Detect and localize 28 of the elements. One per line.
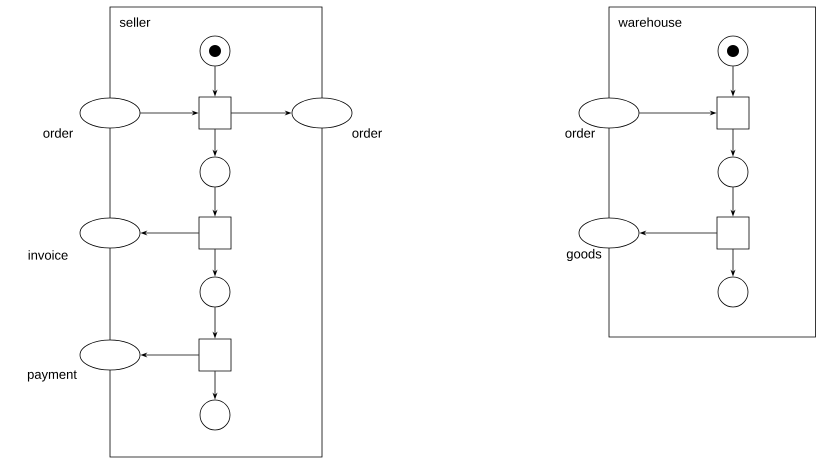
marked-place-circle	[200, 36, 230, 66]
transition-square	[198, 338, 232, 372]
place-circle	[200, 400, 230, 430]
place-circle	[200, 276, 230, 308]
place-label: payment	[28, 370, 77, 382]
place-circle	[718, 276, 748, 308]
frame-box	[110, 6, 322, 458]
box-title: seller	[120, 17, 150, 27]
place-label: order	[565, 128, 595, 138]
interface-ellipse	[80, 218, 140, 248]
place-circle	[200, 156, 230, 188]
place-label: order	[43, 128, 73, 138]
place-label: invoice	[28, 250, 68, 260]
marked-place-circle	[718, 36, 748, 66]
place-label: goods	[566, 248, 602, 262]
interface-ellipse	[578, 218, 640, 248]
frame-box	[608, 6, 816, 338]
place-circle	[718, 156, 748, 188]
place-label: order	[352, 128, 382, 138]
transition-square	[716, 216, 750, 250]
interface-ellipse	[80, 98, 140, 128]
interface-ellipse	[80, 340, 140, 370]
interface-ellipse	[292, 98, 352, 128]
transition-square	[716, 96, 750, 130]
transition-square	[198, 96, 232, 130]
transition-square	[198, 216, 232, 250]
interface-ellipse	[578, 98, 640, 128]
box-title: warehouse	[618, 17, 682, 27]
